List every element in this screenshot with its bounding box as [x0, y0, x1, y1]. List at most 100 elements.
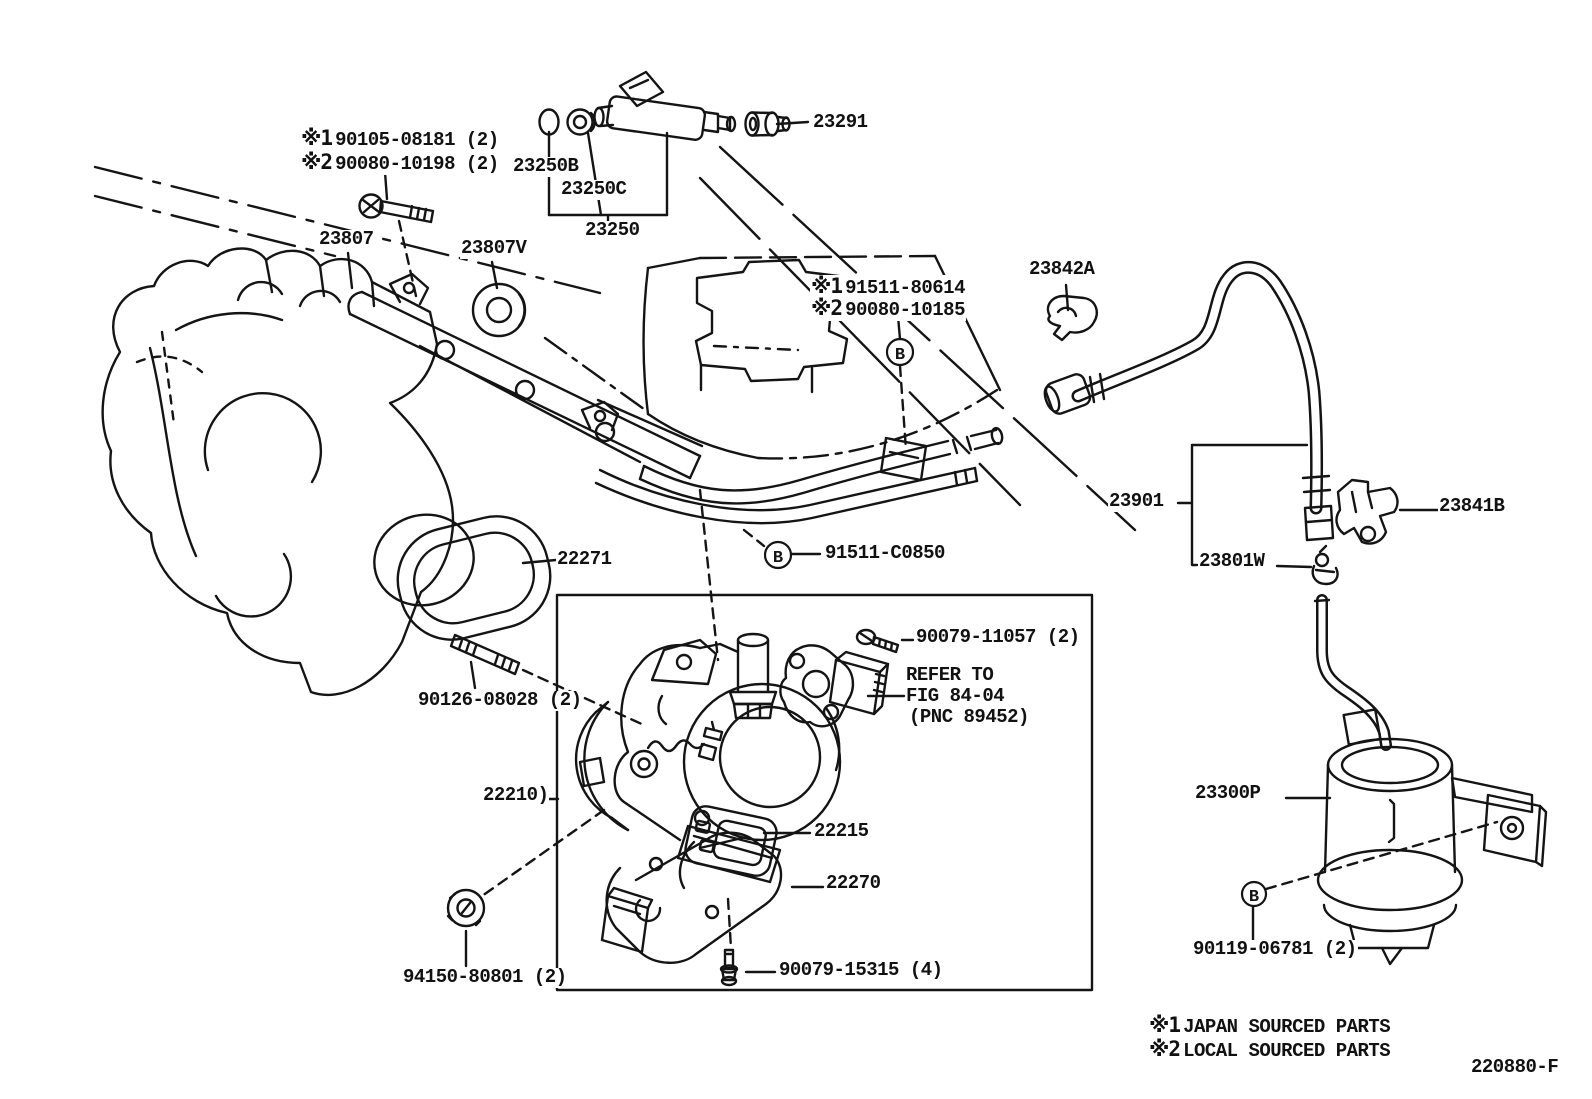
- part-number: 90126-08028 (2): [418, 689, 582, 711]
- bolt-90105: [358, 193, 435, 224]
- part-number: 90080-10198 (2): [335, 153, 499, 175]
- part-number: 90080-10185: [845, 299, 965, 321]
- part-label-23300P: 23300P: [1194, 782, 1262, 804]
- part-label-23250: 23250: [584, 219, 641, 241]
- gasket-22271: [396, 515, 552, 641]
- part-number: 23250C: [561, 178, 627, 200]
- fuel-hose-23901: [1043, 260, 1335, 542]
- part-number: 22271: [557, 548, 612, 570]
- injector-assembly: [538, 70, 1137, 532]
- valve-cover: [543, 254, 1002, 460]
- callout-b-filter: B: [1249, 888, 1259, 907]
- part-label-23807V: 23807V: [460, 237, 528, 259]
- refer-text: (PNC 89452): [909, 706, 1029, 728]
- part-label-90079-11057: 90079-11057 (2): [915, 626, 1081, 648]
- part-number: 22270: [826, 872, 881, 894]
- bracket-23841B: [1335, 478, 1399, 545]
- footnote-marker-1: ※1: [1149, 1013, 1181, 1037]
- pipe-clamp: [879, 436, 928, 482]
- part-label-23901: 23901: [1108, 491, 1165, 512]
- pulsation-damper-23807V: [471, 282, 527, 338]
- hose-clip-23842A: [1046, 294, 1098, 342]
- throttle-position-sensor: [779, 644, 890, 728]
- part-number: 90079-15315 (4): [779, 959, 943, 981]
- part-number: 23842A: [1029, 258, 1095, 280]
- callout-b-mid: B: [773, 549, 783, 568]
- part-number: 94150-80801 (2): [403, 966, 567, 988]
- legend-text: JAPAN SOURCED PARTS: [1183, 1016, 1391, 1038]
- part-label-23807: 23807: [318, 228, 375, 250]
- part-label-23841B: 23841B: [1438, 495, 1506, 517]
- isc-valve-22270: [600, 824, 783, 964]
- filter-bracket: [1450, 776, 1548, 868]
- part-number: 23807: [319, 228, 374, 250]
- screw-90079-15315: [719, 948, 739, 987]
- refer-note-line1: REFER TO: [905, 664, 994, 686]
- figure-code-text: 220880-F: [1471, 1056, 1559, 1078]
- part-number: 23841B: [1439, 495, 1505, 517]
- part-label-90119-06781: 90119-06781 (2): [1192, 938, 1358, 960]
- footnote-marker-2: ※2: [811, 296, 843, 320]
- part-number: 22215: [814, 820, 869, 842]
- part-label-22210: 22210): [482, 784, 550, 806]
- nut-94150: [446, 888, 486, 928]
- part-number: 23250B: [513, 155, 579, 177]
- footnote-marker-1: ※1: [301, 126, 333, 150]
- part-label-23842A: 23842A: [1028, 258, 1096, 280]
- part-number: 23250: [585, 219, 640, 241]
- callout-b-top: B: [895, 346, 905, 365]
- part-number: 90105-08181 (2): [335, 129, 499, 151]
- clamp-23801W: [1311, 544, 1339, 586]
- part-number: 90119-06781 (2): [1193, 938, 1357, 960]
- refer-text: REFER TO: [906, 664, 994, 686]
- part-number: 23801W: [1199, 550, 1265, 572]
- part-label-22215: 22215: [813, 820, 870, 842]
- dashed-leader-lines: [397, 219, 1499, 950]
- refer-note-line3: (PNC 89452): [908, 706, 1030, 728]
- o-ring-23250B: [538, 108, 560, 136]
- fuel-pipes: [594, 426, 1004, 525]
- part-label-90079-15315: 90079-15315 (4): [778, 959, 944, 981]
- part-label-22271: 22271: [556, 548, 613, 570]
- part-label-23291: 23291: [812, 111, 869, 133]
- part-label-23250B: 23250B: [512, 155, 580, 177]
- footnote-marker-1: ※1: [811, 274, 843, 298]
- part-label-90126-08028: 90126-08028 (2): [417, 689, 583, 711]
- fuel-filter-23300P: [1313, 594, 1548, 966]
- part-number: 91511-80614: [845, 277, 965, 299]
- refer-text: FIG 84-04: [906, 685, 1005, 707]
- throttle-body: [574, 632, 842, 890]
- part-number: 22210): [483, 784, 549, 806]
- figure-code: 220880-F: [1470, 1056, 1560, 1078]
- injector-23250: [593, 70, 737, 141]
- legend-text: LOCAL SOURCED PARTS: [1183, 1040, 1391, 1062]
- screw-90079-11057: [855, 628, 900, 654]
- part-number: 23300P: [1195, 782, 1261, 804]
- grommet-23250C: [566, 108, 594, 136]
- part-number: 90079-11057 (2): [916, 626, 1080, 648]
- part-number: 23807V: [461, 237, 527, 259]
- part-label-23250C: 23250C: [560, 178, 628, 200]
- part-number: 23291: [813, 111, 868, 133]
- fuel-rail: [347, 272, 702, 480]
- footnote-marker-2: ※2: [301, 150, 333, 174]
- part-number: 91511-C0850: [825, 542, 945, 564]
- footnote-marker-2: ※2: [1149, 1037, 1181, 1061]
- hose-end-connector: [1043, 372, 1106, 415]
- part-label-94150-80801: 94150-80801 (2): [402, 966, 568, 988]
- hose-lower-connector: [1301, 474, 1335, 542]
- part-label-91511-C0850: 91511-C0850: [824, 542, 946, 564]
- callout-circles: B B B: [763, 337, 1268, 908]
- engine-block: [101, 247, 475, 697]
- part-label-22270: 22270: [825, 872, 882, 894]
- stud-90126: [449, 633, 521, 676]
- throttle-body-box: [555, 593, 1094, 992]
